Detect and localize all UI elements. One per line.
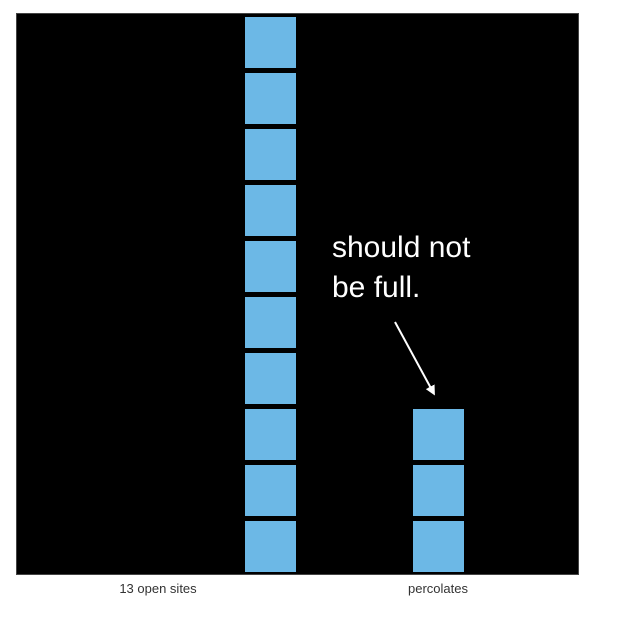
full-site-cell	[244, 464, 296, 516]
full-site-cell	[244, 16, 296, 68]
full-site-cell	[244, 520, 296, 572]
full-site-cell	[244, 184, 296, 236]
full-site-cell	[413, 408, 465, 460]
full-site-cell	[244, 72, 296, 124]
full-site-cell	[413, 464, 465, 516]
full-site-cell	[244, 352, 296, 404]
full-site-cell	[244, 240, 296, 292]
open-sites-count: 13 open sites	[119, 581, 197, 596]
annotation-text: should not be full.	[332, 228, 470, 308]
percolation-status: percolates	[408, 581, 468, 596]
percolation-grid	[16, 13, 579, 575]
full-site-cell	[244, 296, 296, 348]
full-site-cell	[244, 408, 296, 460]
annotation-line-2: be full.	[332, 271, 421, 304]
full-site-cell	[413, 520, 465, 572]
full-site-cell	[244, 128, 296, 180]
annotation-line-1: should not	[332, 231, 471, 264]
